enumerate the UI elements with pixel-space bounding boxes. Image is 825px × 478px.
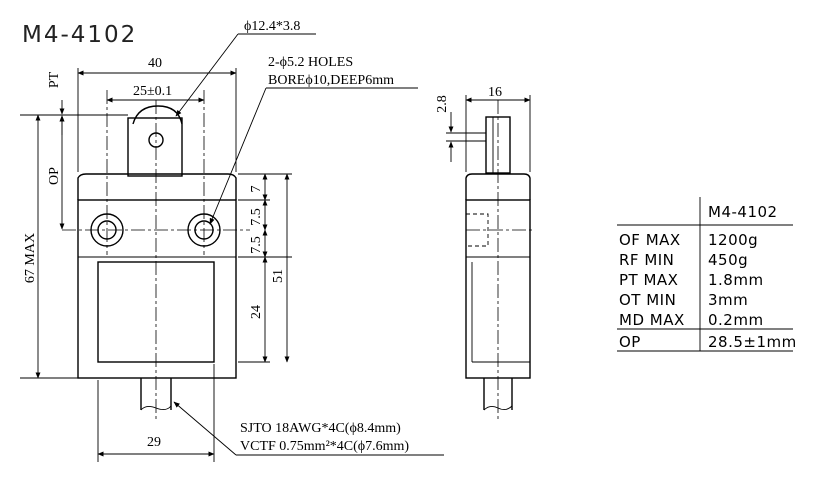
row-value-pt: 1.8mm bbox=[708, 271, 764, 289]
row-value-md: 0.2mm bbox=[708, 311, 764, 329]
dim-51: 51 bbox=[271, 269, 286, 283]
row-label-op: OP bbox=[619, 333, 641, 351]
table-header: M4-4102 bbox=[708, 203, 778, 221]
spec-table: M4-4102 OF MAX 1200g RF MIN 450g PT MAX … bbox=[617, 197, 797, 352]
model-title: M4-4102 bbox=[22, 22, 137, 48]
cable bbox=[140, 378, 172, 410]
dim-7-5-lower: 7.5 bbox=[249, 236, 264, 254]
holes-spec-2: BOREϕ10,DEEP6mm bbox=[268, 73, 394, 88]
row-value-ot: 3mm bbox=[708, 291, 748, 309]
row-value-rf: 450g bbox=[708, 251, 748, 269]
dim-hole-pitch: 25±0.1 bbox=[133, 84, 172, 99]
pt-label: PT bbox=[47, 71, 62, 88]
roller-top bbox=[132, 105, 183, 125]
dim-29: 29 bbox=[147, 435, 161, 450]
dim-16: 16 bbox=[488, 85, 502, 100]
row-value-of: 1200g bbox=[708, 231, 758, 249]
dim-24: 24 bbox=[249, 305, 264, 319]
row-label-ot: OT MIN bbox=[619, 291, 676, 309]
row-value-op: 28.5±1mm bbox=[708, 333, 797, 351]
side-view: 16 2.8 bbox=[435, 85, 532, 420]
row-label-md: MD MAX bbox=[619, 311, 685, 329]
op-label: OP bbox=[47, 167, 62, 185]
dim-7: 7 bbox=[249, 186, 264, 193]
holes-spec-1: 2-ϕ5.2 HOLES bbox=[268, 55, 353, 70]
dim-max-height: 67 MAX bbox=[23, 233, 38, 283]
row-label-pt: PT MAX bbox=[619, 271, 678, 289]
actuator-block bbox=[127, 117, 183, 177]
body-cap bbox=[77, 173, 237, 200]
switch-body bbox=[77, 199, 237, 379]
front-view: 40 25±0.1 ϕ12.4*3.8 2-ϕ5.2 HOLES BOREϕ10… bbox=[20, 19, 444, 462]
roller-spec: ϕ12.4*3.8 bbox=[244, 19, 300, 34]
row-label-of: OF MAX bbox=[619, 231, 681, 249]
cable-spec-1: SJTO 18AWG*4C(ϕ8.4mm) bbox=[240, 421, 401, 436]
cable-spec-2: VCTF 0.75mm²*4C(ϕ7.6mm) bbox=[240, 439, 409, 454]
dim-2-8: 2.8 bbox=[435, 95, 450, 113]
dim-7-5-upper: 7.5 bbox=[249, 208, 264, 226]
dim-width: 40 bbox=[148, 56, 162, 71]
row-label-rf: RF MIN bbox=[619, 251, 674, 269]
